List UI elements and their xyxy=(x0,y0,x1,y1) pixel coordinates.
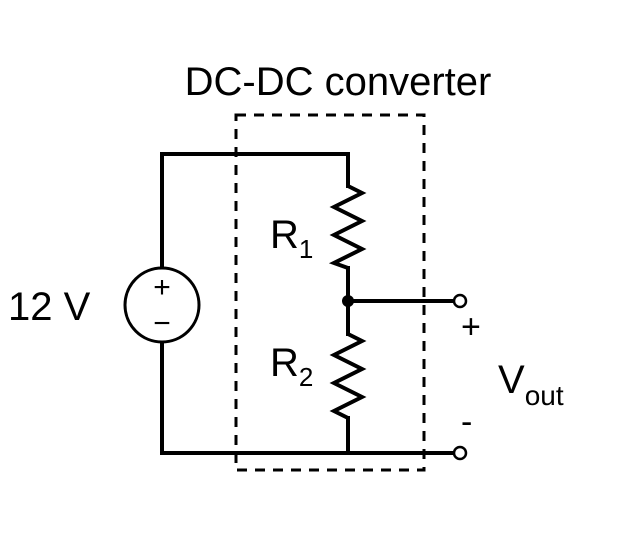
output-terminal-negative xyxy=(452,445,468,461)
source-voltage-label: 12 V xyxy=(8,285,91,329)
vout-label-letter: V xyxy=(498,358,525,402)
resistor-r1 xyxy=(328,184,367,270)
r2-label: R2 xyxy=(270,341,313,392)
output-terminal-positive xyxy=(452,293,468,309)
vout-label: Vout xyxy=(498,358,564,411)
r1-label-letter: R xyxy=(270,213,299,257)
r1-label-subscript: 1 xyxy=(299,234,313,264)
r1-label: R1 xyxy=(270,213,313,264)
source-plus-symbol: + xyxy=(153,271,171,304)
r2-label-subscript: 2 xyxy=(299,362,313,392)
resistor-r2 xyxy=(329,332,367,420)
diagram-title: DC-DC converter xyxy=(185,60,492,104)
top-wire xyxy=(160,152,350,188)
source-minus-symbol: − xyxy=(153,307,171,340)
voltage-source xyxy=(123,266,201,344)
junction-node xyxy=(342,295,354,307)
r2-label-letter: R xyxy=(270,341,299,385)
output-plus-label: + xyxy=(461,308,481,346)
converter-boundary-box xyxy=(234,113,426,472)
output-minus-label: - xyxy=(461,403,472,441)
vout-label-subscript: out xyxy=(525,380,564,411)
